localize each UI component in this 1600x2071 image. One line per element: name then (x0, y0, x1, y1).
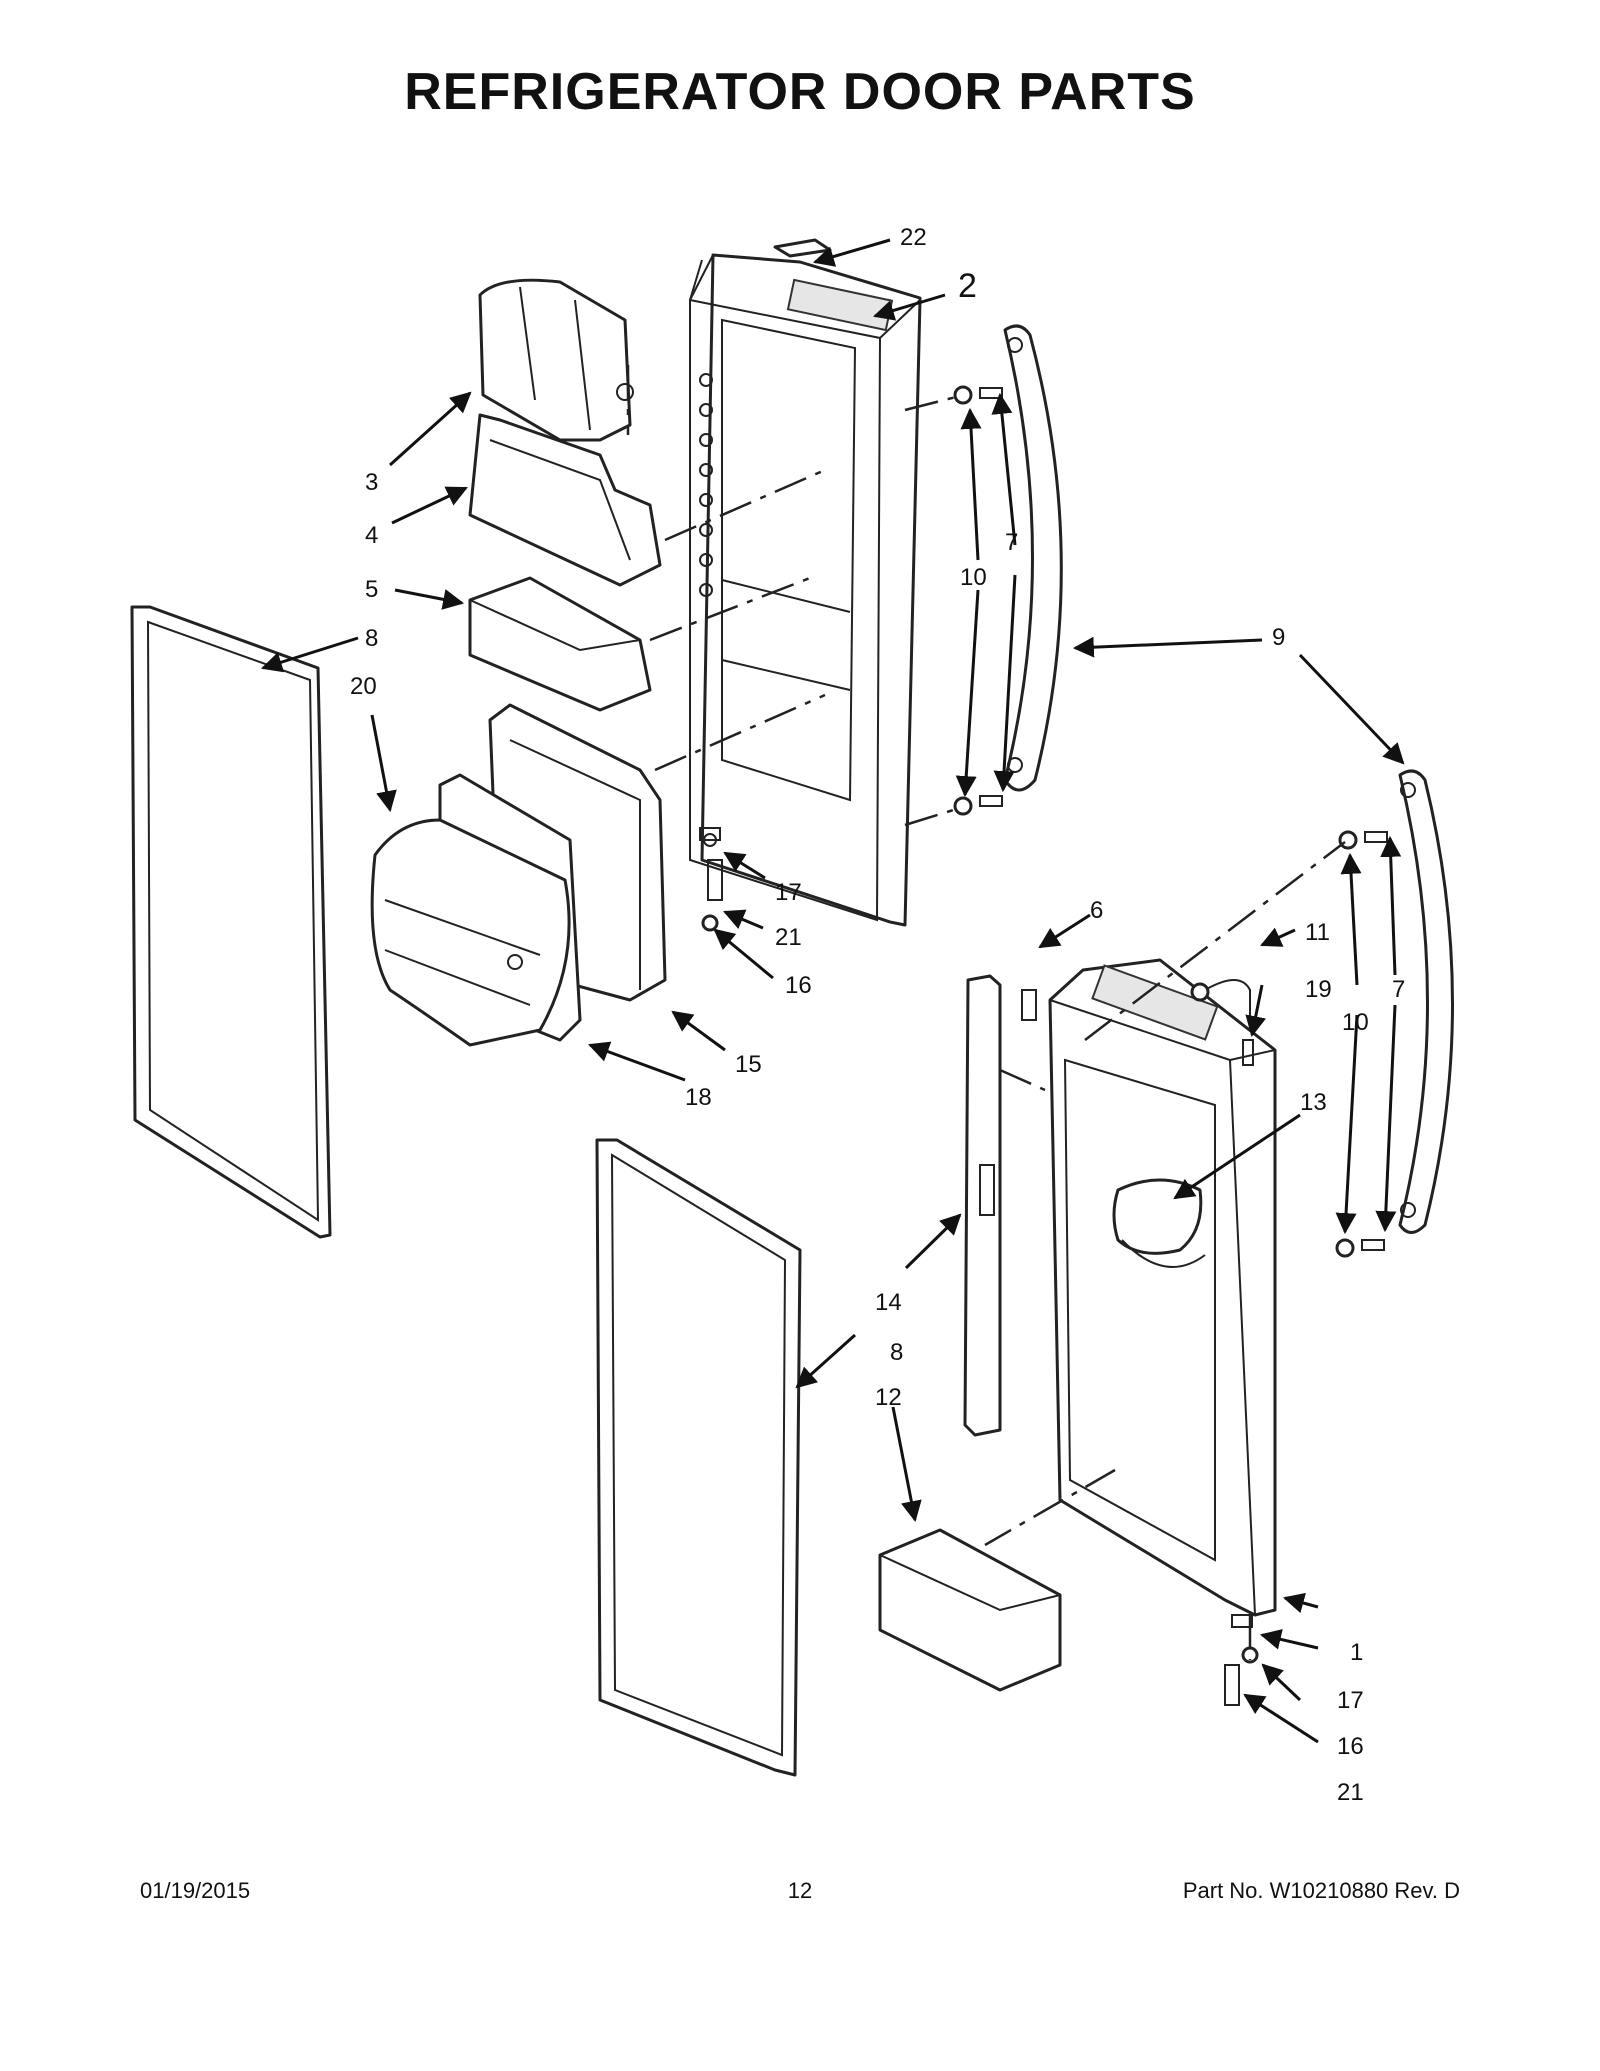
callout-12: 12 (875, 1384, 902, 1411)
callout-14: 14 (875, 1289, 902, 1316)
callout-15: 15 (735, 1051, 762, 1078)
handle-upper (1003, 324, 1063, 792)
callout-21-right: 21 (1337, 1779, 1364, 1806)
footer-page-number: 12 (787, 1878, 813, 1903)
callout-7-upper: 7 (1005, 529, 1018, 556)
callout-16-right: 16 (1337, 1733, 1364, 1760)
callout-10-upper: 10 (960, 564, 987, 591)
hinge-hardware-left (699, 827, 723, 932)
flipper-mullion (963, 974, 1002, 1437)
callout-17-right: 17 (1337, 1687, 1364, 1714)
left-door-liner (689, 253, 922, 927)
door-gasket-left (130, 605, 332, 1239)
callout-7-lower: 7 (1392, 976, 1405, 1003)
dairy-bin (468, 413, 662, 587)
right-door-bin (878, 1528, 1062, 1692)
water-tube (1190, 979, 1254, 1066)
dairy-door-cover (478, 278, 634, 442)
callout-11: 11 (1305, 919, 1330, 946)
leader-arrows (260, 238, 1405, 1744)
callout-13: 13 (1300, 1089, 1327, 1116)
callout-8-right: 8 (890, 1339, 903, 1366)
callout-9: 9 (1272, 624, 1285, 651)
footer-part-number: Part No. W10210880 Rev. D (1182, 1878, 1460, 1903)
assembly-lines (626, 365, 1346, 1660)
ice-bucket-front (370, 818, 571, 1047)
callout-16-left: 16 (785, 972, 812, 999)
door-cap-icon (773, 238, 832, 258)
door-gasket-right (595, 1138, 802, 1777)
handle-screws-lower (1335, 830, 1388, 1258)
right-door-liner (1048, 958, 1277, 1617)
callout-6: 6 (1090, 897, 1103, 924)
callout-8-left: 8 (365, 625, 378, 652)
callout-18: 18 (685, 1084, 712, 1111)
callout-22: 22 (900, 224, 927, 251)
callout-17-left: 17 (775, 879, 802, 906)
handle-lower (1398, 769, 1454, 1234)
callout-labels: 22 2 3 4 5 8 20 10 7 9 17 21 16 15 18 6 … (350, 224, 1405, 1806)
callout-21-left: 21 (775, 924, 802, 951)
callout-3: 3 (365, 469, 378, 496)
callout-19: 19 (1305, 976, 1332, 1003)
left-door-bin (468, 576, 652, 712)
callout-5: 5 (365, 576, 378, 603)
callout-20: 20 (350, 673, 377, 700)
left-door-shelf-studs (699, 373, 713, 597)
callout-2: 2 (958, 267, 977, 305)
callout-10-lower: 10 (1342, 1009, 1369, 1036)
callout-4: 4 (365, 522, 378, 549)
footer-date: 01/19/2015 (140, 1878, 251, 1903)
page-title: REFRIGERATOR DOOR PARTS (404, 63, 1196, 121)
callout-1: 1 (1350, 1639, 1363, 1666)
